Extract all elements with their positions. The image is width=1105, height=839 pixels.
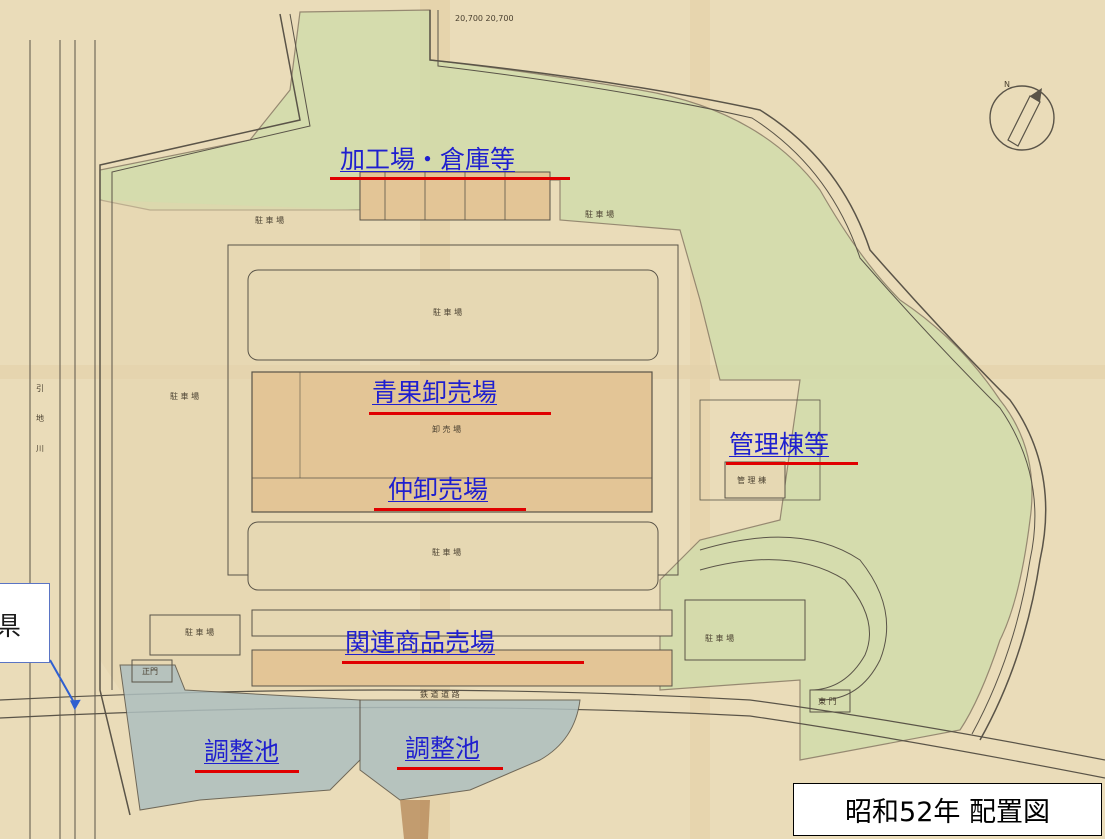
label-produce-wholesale[interactable]: 青果卸売場 [372, 378, 498, 407]
label-management-building[interactable]: 管理棟等 [729, 430, 830, 459]
drain-channel [400, 800, 430, 839]
access-road [699, 536, 888, 701]
boundary-line [437, 10, 1036, 735]
north-arrow-icon [989, 85, 1055, 151]
related-goods-building [251, 649, 673, 687]
management-small-label: 管 理 棟 [737, 476, 767, 485]
river-label: 川 [36, 444, 44, 453]
callout-box: 県 [0, 583, 50, 663]
rear-gate [809, 689, 851, 713]
underline-management [726, 462, 858, 465]
callout-text: 県 [0, 606, 21, 643]
parking-label: 駐 車 場 [170, 392, 200, 401]
parking-label: 駐 車 場 [433, 308, 463, 317]
parking-lot-south [247, 521, 659, 591]
label-intermediate-wholesale[interactable]: 仲卸売場 [388, 475, 489, 504]
parking-label: 駐 車 場 [705, 634, 735, 643]
coordinate-text: 20,700 20,700 [455, 14, 514, 23]
green-area [99, 9, 1033, 761]
main-gate [131, 659, 173, 683]
management-building [724, 461, 786, 499]
boundary-line [99, 13, 301, 816]
access-road [699, 559, 870, 691]
parking-label: 駐 車 場 [432, 548, 462, 557]
label-processing-warehouse[interactable]: 加工場・倉庫等 [340, 145, 516, 174]
parking-label: 駐 車 場 [585, 210, 615, 219]
market-building [251, 371, 653, 513]
map-caption: 昭和52年 配置図 [793, 783, 1102, 836]
label-retention-pond-left[interactable]: 調整池 [204, 737, 280, 766]
river-label: 地 [36, 414, 44, 423]
parking-southeast [684, 599, 806, 661]
parking-label: 駐 車 場 [255, 216, 285, 225]
underline-processing [330, 177, 570, 180]
underline-pond-right [397, 767, 503, 770]
river-label: 引 [36, 384, 44, 393]
underline-related [342, 661, 584, 664]
parking-label: 駐 車 場 [185, 628, 215, 637]
wholesale-small-label: 卸 売 場 [432, 425, 462, 434]
label-retention-pond-right[interactable]: 調整池 [405, 734, 481, 763]
underline-pond-left [195, 770, 299, 773]
road-label: 鉄 道 道 路 [420, 690, 460, 699]
north-label: N [1004, 80, 1010, 89]
management-site [699, 399, 821, 501]
underline-produce [369, 412, 551, 415]
callout-arrow-icon [49, 659, 81, 711]
related-goods-building-north [251, 609, 673, 637]
boundary-line [429, 10, 1047, 741]
parking-lot-north [247, 269, 659, 361]
rear-gate-label: 東 門 [818, 697, 837, 706]
main-gate-label: 正門 [142, 667, 158, 676]
retention-pond-right [359, 699, 581, 801]
underline-intermediate [374, 508, 526, 511]
parking-southwest [149, 614, 241, 656]
label-related-goods[interactable]: 関連商品売場 [345, 628, 496, 657]
boundary-line [111, 13, 311, 690]
